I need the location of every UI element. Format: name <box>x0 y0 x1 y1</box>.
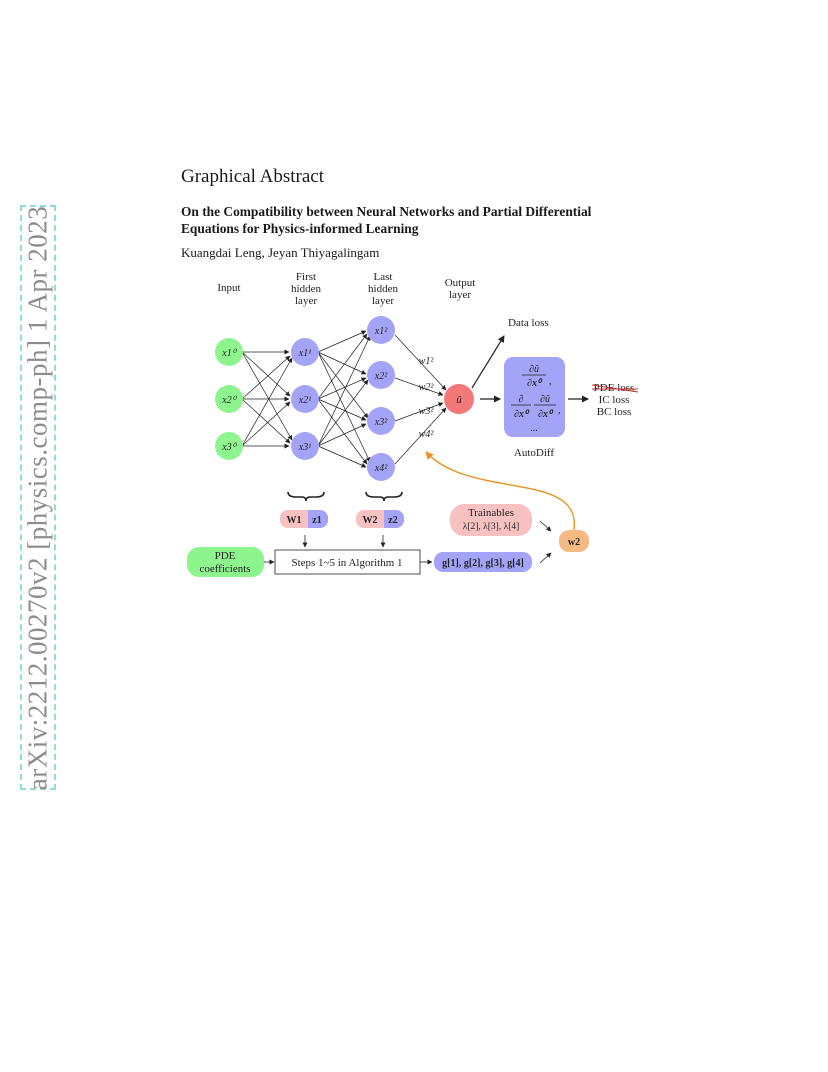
trainables-label: Trainables <box>468 507 514 519</box>
deriv1-denominator: ∂x⁰ <box>527 378 543 389</box>
trainables-pill: Trainables λ[2], λ[3], λ[4] <box>450 504 532 536</box>
output-node: û <box>444 384 474 414</box>
autodiff-ellipsis: ... <box>530 423 538 434</box>
input-node-1: x1⁰ <box>215 338 243 366</box>
first-hidden-node-3: x3¹ <box>291 432 319 460</box>
first-hidden-node-2: x2¹ <box>291 385 319 413</box>
first-hidden-label-2: hidden <box>291 283 321 295</box>
trainables-values: λ[2], λ[3], λ[4] <box>463 522 520 532</box>
pde-coefficients-label-1: PDE <box>215 550 236 562</box>
first-hidden-node-1: x1¹ <box>291 338 319 366</box>
last-hidden-node-2-label: x2² <box>374 371 388 382</box>
weight-label-1: w1² <box>419 356 435 367</box>
output-node-label: û <box>456 394 462 406</box>
last-hidden-label-2: hidden <box>368 283 398 295</box>
deriv2-comma: , <box>558 405 561 416</box>
z2-label: z2 <box>388 515 397 526</box>
last-hidden-node-1: x1² <box>367 316 395 344</box>
deriv1-numerator: ∂û <box>529 364 539 375</box>
weight-label-3: w3² <box>419 406 435 417</box>
last-hidden-node-4: x4² <box>367 453 395 481</box>
last-hidden-label-3: layer <box>372 295 394 307</box>
g-values-label: g[1], g[2], g[3], g[4] <box>442 558 524 569</box>
output-label-2: layer <box>449 289 471 301</box>
g-to-w-arrow <box>539 552 552 564</box>
connections-last-output <box>394 334 447 465</box>
pde-coefficients-label-2: coefficients <box>199 563 250 575</box>
autodiff-box: ∂û ∂x⁰ , ∂ ∂x⁰ ∂û ∂x⁰ , ... <box>504 357 565 437</box>
output-label-1: Output <box>445 277 476 289</box>
input-node-3-label: x3⁰ <box>221 442 237 453</box>
paper-title: On the Compatibility between Neural Netw… <box>181 204 592 236</box>
ic-loss-label: IC loss <box>599 394 630 406</box>
deriv2-inner-numerator: ∂û <box>540 394 550 405</box>
orange-feedback-arrow <box>425 451 575 531</box>
input-node-1-label: x1⁰ <box>221 348 237 359</box>
last-hidden-node-3: x3² <box>367 407 395 435</box>
first-hidden-label-3: layer <box>295 295 317 307</box>
w1-z1-pill: W1 z1 <box>280 510 328 528</box>
input-label: Input <box>217 282 240 294</box>
steps-box: Steps 1~5 in Algorithm 1 <box>274 549 421 575</box>
last-hidden-node-3-label: x3² <box>374 417 388 428</box>
weight-label-4: w4² <box>419 429 435 440</box>
first-hidden-label-1: First <box>296 271 316 283</box>
last-hidden-node-1-label: x1² <box>374 326 388 337</box>
input-node-2: x2⁰ <box>215 385 243 413</box>
arxiv-stamp: arXiv:2212.00270v2 [physics.comp-ph] 1 A… <box>20 205 56 790</box>
z1-label: z1 <box>312 515 321 526</box>
w-squared-label: w2 <box>568 537 580 548</box>
pde-coefficients-pill: PDE coefficients <box>187 547 264 577</box>
g-values-pill: g[1], g[2], g[3], g[4] <box>434 552 532 572</box>
first-hidden-node-1-label: x1¹ <box>298 348 311 359</box>
graphical-abstract-heading: Graphical Abstract <box>181 166 324 187</box>
input-node-3: x3⁰ <box>215 432 243 460</box>
deriv2-denominator: ∂x⁰ <box>514 409 530 420</box>
brace-first <box>287 491 325 502</box>
w2-label: W2 <box>363 515 378 526</box>
last-hidden-label-1: Last <box>374 271 393 283</box>
weight-label-2: w2² <box>419 382 435 393</box>
deriv1-comma: , <box>549 376 552 387</box>
first-hidden-node-2-label: x2¹ <box>298 395 311 406</box>
autodiff-label: AutoDiff <box>514 447 554 459</box>
connections-first-last <box>317 330 371 468</box>
bc-loss-label: BC loss <box>597 406 632 418</box>
w-squared-pill: w2 <box>559 530 589 552</box>
deriv2-inner-denominator: ∂x⁰ <box>538 409 554 420</box>
first-hidden-node-3-label: x3¹ <box>298 442 311 453</box>
last-hidden-node-4-label: x4² <box>374 463 388 474</box>
brace-last <box>365 491 403 502</box>
deriv2-partial: ∂ <box>519 394 524 405</box>
steps-label: Steps 1~5 in Algorithm 1 <box>291 557 402 569</box>
last-hidden-node-2: x2² <box>367 361 395 389</box>
input-node-2-label: x2⁰ <box>221 395 237 406</box>
data-loss-arrow <box>471 335 505 389</box>
authors: Kuangdai Leng, Jeyan Thiyagalingam <box>181 245 380 260</box>
w1-label: W1 <box>287 515 302 526</box>
connections-input-first <box>241 349 293 449</box>
w2-z2-pill: W2 z2 <box>356 510 404 528</box>
data-loss-label: Data loss <box>508 317 549 329</box>
trainables-to-w-arrow <box>539 520 552 532</box>
